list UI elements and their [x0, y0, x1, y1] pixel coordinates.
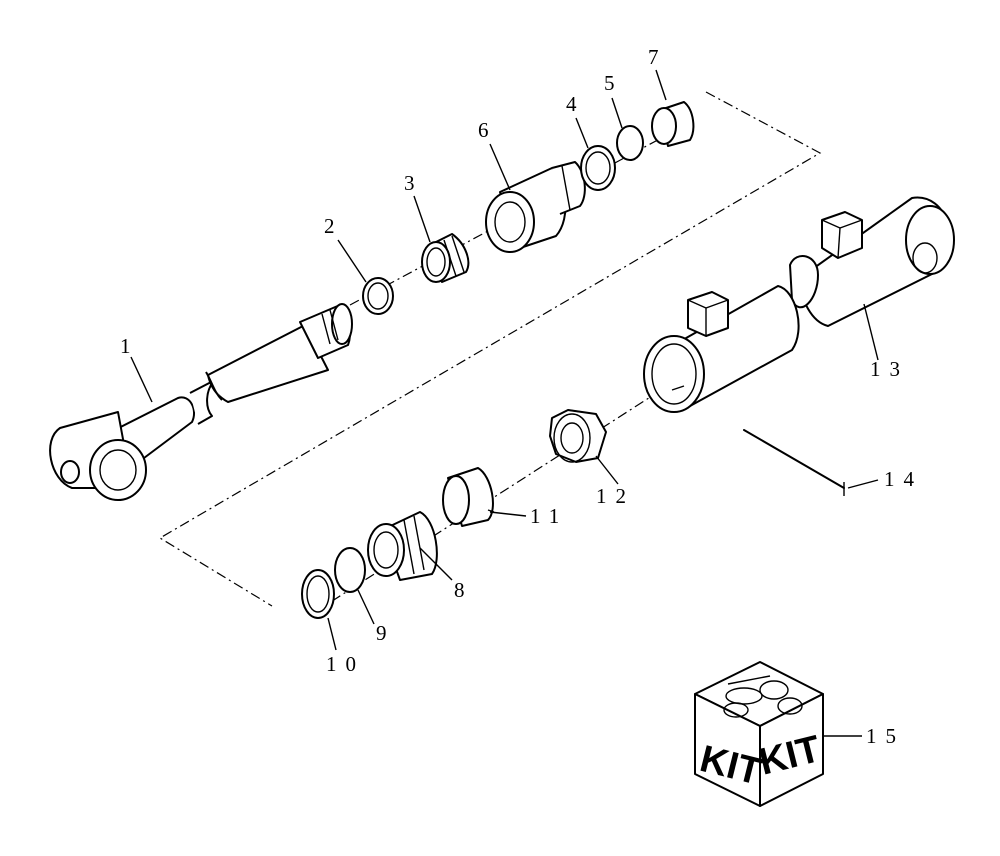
callout-13: 13 [870, 357, 909, 381]
callout-4: 4 [566, 92, 586, 116]
part-5-washer [616, 125, 644, 161]
callout-2: 2 [324, 214, 344, 238]
part-7-bushing [651, 101, 695, 147]
callout-10: 10 [326, 652, 365, 676]
centerline-lower [314, 377, 681, 613]
part-13-barrel-end [789, 196, 955, 327]
callout-1: 1 [120, 334, 140, 358]
callout-3: 3 [404, 171, 424, 195]
callout-7: 7 [648, 45, 668, 69]
part-14-wire [743, 429, 845, 496]
part-15-kit-box: KIT KIT [694, 661, 825, 807]
callout-6: 6 [478, 118, 498, 142]
part-6-gland [485, 161, 586, 253]
part-9-washer [334, 547, 366, 593]
part-3-threaded-sleeve [421, 233, 470, 283]
callout-8: 8 [454, 578, 474, 602]
part-11-split-ring [442, 467, 495, 527]
callout-15: 15 [866, 724, 905, 748]
part-4-o-ring [580, 145, 616, 191]
callout-14: 14 [884, 467, 923, 491]
part-2-ring [362, 277, 394, 315]
callout-12: 12 [596, 484, 635, 508]
leader-lines [130, 69, 879, 737]
part-10-ring [301, 569, 335, 619]
callout-9: 9 [376, 621, 396, 645]
callout-5: 5 [604, 71, 624, 95]
part-1-rod [49, 303, 353, 501]
callout-11: 11 [530, 504, 568, 528]
part-13-tube [643, 285, 800, 413]
part-12-hex-nut [549, 409, 607, 463]
assembly-path-upper [158, 91, 822, 607]
part-8-piston [367, 511, 438, 581]
